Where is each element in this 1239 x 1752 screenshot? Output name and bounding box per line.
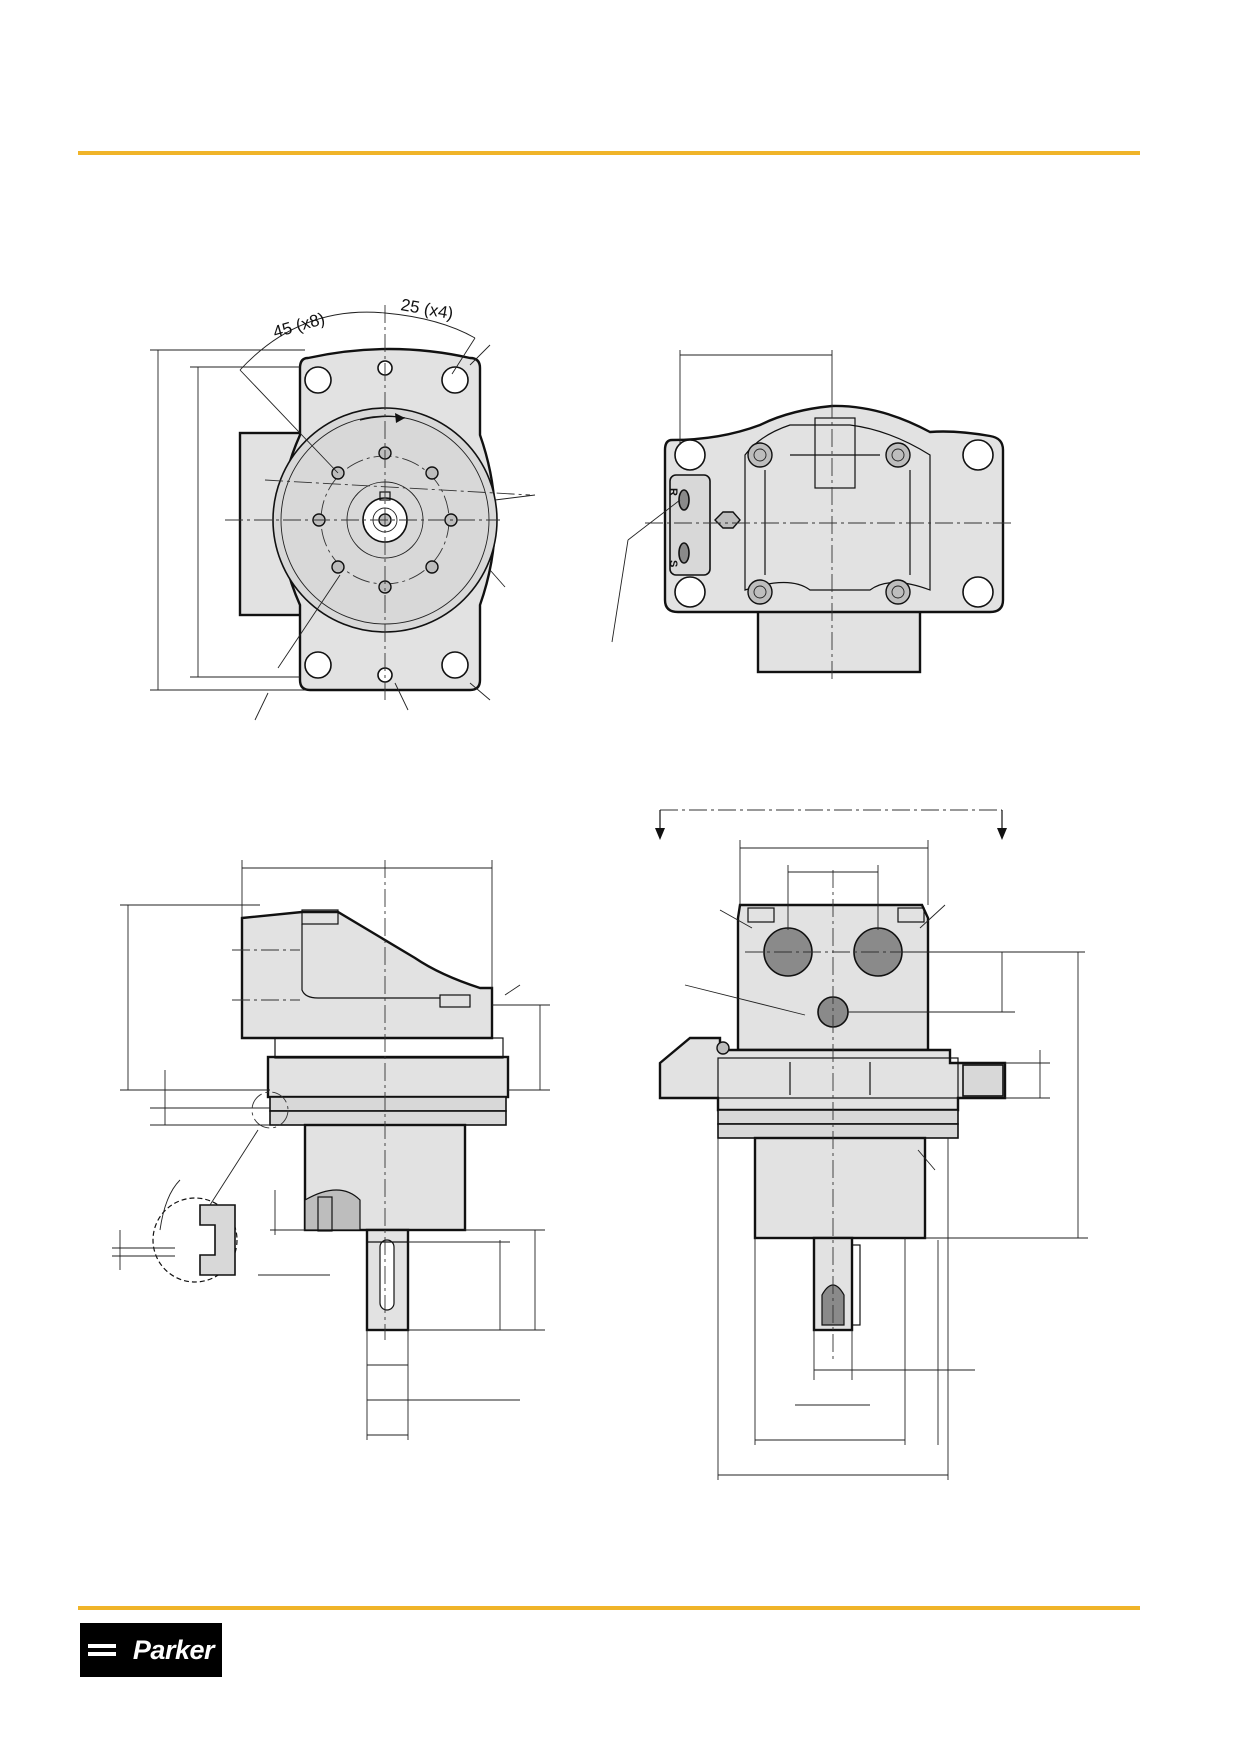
flange-lug (962, 1064, 1004, 1097)
rotation-arrow-icon (395, 413, 405, 423)
rear-pilot (753, 1136, 927, 1240)
rear-flange (658, 1036, 1007, 1112)
port-housing (663, 404, 1005, 614)
port-r-label: R (667, 488, 679, 496)
hex-plug (714, 511, 741, 529)
mount-hole-tl (304, 366, 332, 394)
upper-body (240, 910, 494, 1040)
grease-nipple (716, 1041, 730, 1055)
mount-hole-br (441, 651, 469, 679)
parker-logo: Parker (80, 1623, 222, 1677)
top-rule (78, 151, 1140, 155)
angle-label-25: 25 (x4) (399, 295, 454, 323)
mount-hole-bl (304, 651, 332, 679)
mount-hole-tr (441, 366, 469, 394)
section-arrow-right-icon (997, 828, 1007, 840)
section-arrow-left-icon (655, 828, 665, 840)
bottom-rule (78, 1606, 1140, 1610)
side-view (112, 860, 550, 1440)
port-r-hole (678, 489, 690, 511)
rear-view (655, 809, 1088, 1480)
front-view: 45 (x8) 25 (x4) (150, 295, 536, 721)
mounting-flange (266, 1055, 510, 1099)
logo-text: Parker (132, 1635, 215, 1665)
port-side-view: R S (611, 350, 1015, 680)
logo-stripe (88, 1652, 116, 1656)
port-s-label: S (667, 560, 679, 567)
logo-stripe (88, 1644, 116, 1648)
port-s-hole (678, 542, 690, 564)
angle-label-45: 45 (x8) (271, 309, 327, 342)
